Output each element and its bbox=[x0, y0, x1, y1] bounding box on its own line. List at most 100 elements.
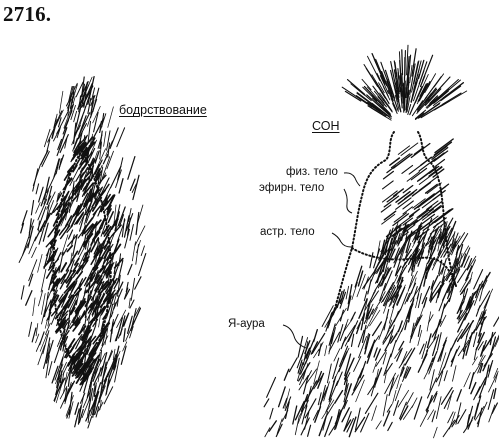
sleep-aura-stroke bbox=[354, 357, 361, 372]
wake-hatch-stroke bbox=[39, 187, 44, 202]
sleep-aura-stroke bbox=[424, 364, 432, 379]
sleep-aura-stroke bbox=[458, 323, 469, 341]
sleep-aura-stroke bbox=[325, 346, 327, 356]
sleep-aura-stroke bbox=[264, 399, 269, 407]
sleep-aura-stroke bbox=[376, 421, 381, 429]
sleep-aura-stroke bbox=[464, 373, 470, 387]
wake-hatch-stroke bbox=[131, 278, 134, 300]
etheric-body-label: эфирн. тело bbox=[259, 182, 324, 194]
sleep-aura-stroke bbox=[352, 334, 354, 346]
sleep-aura-stroke bbox=[489, 405, 495, 422]
sleep-aura-stroke bbox=[372, 406, 377, 421]
sleep-aura-stroke bbox=[399, 341, 404, 350]
sleep-aura-stroke bbox=[368, 280, 371, 294]
sleep-aura-stroke bbox=[444, 299, 450, 309]
wake-hatch-stroke bbox=[128, 157, 135, 180]
sleep-aura-stroke bbox=[270, 408, 273, 419]
sleep-aura-stroke bbox=[360, 361, 366, 377]
sleep-aura-stroke bbox=[367, 344, 373, 363]
sleep-aura-stroke bbox=[372, 297, 382, 314]
leader-astral bbox=[332, 233, 351, 247]
sleep-aura-stroke bbox=[333, 358, 339, 379]
sleep-aura-stroke bbox=[407, 283, 416, 301]
sleep-aura-stroke bbox=[452, 416, 459, 427]
wake-core-stroke bbox=[78, 242, 84, 255]
wake-hatch-stroke bbox=[74, 111, 77, 121]
sleep-aura-stroke bbox=[432, 411, 435, 422]
wake-core-stroke bbox=[58, 253, 61, 260]
sleep-aura-stroke bbox=[419, 307, 424, 320]
wake-hatch-stroke bbox=[36, 324, 38, 336]
sleep-aura-stroke bbox=[444, 348, 451, 367]
wake-hatch-stroke bbox=[108, 107, 114, 128]
wake-hatch-stroke bbox=[36, 203, 41, 214]
wake-hatch-stroke bbox=[33, 169, 38, 191]
sleep-aura-stroke bbox=[293, 406, 297, 424]
sleep-aura-stroke bbox=[488, 390, 493, 410]
sleep-body-stroke bbox=[384, 171, 394, 179]
sleep-aura-stroke bbox=[443, 420, 454, 437]
sleep-aura-stroke bbox=[322, 400, 334, 419]
sleep-aura-stroke bbox=[438, 283, 444, 292]
sleep-aura-stroke bbox=[440, 338, 446, 361]
wake-hatch-stroke bbox=[135, 277, 141, 289]
sleep-aura-stroke bbox=[494, 389, 496, 399]
sleep-aura-stroke bbox=[340, 346, 348, 366]
sleep-body-stroke bbox=[410, 209, 420, 216]
sleep-aura-stroke bbox=[420, 410, 428, 426]
wake-core-stroke bbox=[67, 246, 72, 252]
sleep-aura-stroke bbox=[384, 309, 389, 330]
wake-hatch-stroke bbox=[60, 371, 61, 383]
wake-hatch-stroke bbox=[130, 225, 133, 241]
sleep-state-label: СОН bbox=[312, 119, 340, 133]
sleep-aura-stroke bbox=[284, 369, 289, 380]
sleep-aura-stroke bbox=[451, 338, 457, 351]
sleep-ray-stroke bbox=[443, 93, 462, 104]
sleep-aura-stroke bbox=[471, 383, 476, 394]
i-aura-label: Я-аура bbox=[228, 318, 265, 330]
sleep-aura-stroke bbox=[305, 399, 316, 418]
wake-hatch-stroke bbox=[32, 328, 36, 342]
sleep-aura-stroke bbox=[444, 371, 447, 381]
sleep-aura-stroke bbox=[267, 378, 276, 398]
sleep-aura-stroke bbox=[289, 358, 297, 372]
sleep-aura-stroke bbox=[306, 381, 317, 401]
sleep-aura-stroke bbox=[434, 320, 440, 340]
sleep-aura-figure bbox=[264, 45, 499, 438]
wake-core-stroke bbox=[48, 227, 55, 237]
wake-hatch-stroke bbox=[136, 213, 139, 235]
sleep-aura-stroke bbox=[383, 395, 387, 417]
sleep-aura-stroke bbox=[269, 421, 276, 431]
sleep-ray-stroke bbox=[403, 91, 404, 103]
wake-core-stroke bbox=[69, 230, 73, 239]
sleep-aura-stroke bbox=[475, 403, 478, 416]
sleep-aura-stroke bbox=[374, 348, 377, 357]
sleep-aura-stroke bbox=[434, 427, 438, 438]
sleep-aura-stroke bbox=[388, 422, 392, 430]
wake-hatch-stroke bbox=[21, 286, 24, 299]
wake-hatch-stroke bbox=[139, 254, 146, 276]
wake-hatch-stroke bbox=[115, 327, 120, 341]
wake-core-stroke bbox=[112, 219, 119, 229]
sleep-ray-stroke bbox=[405, 51, 406, 76]
sleep-aura-stroke bbox=[407, 393, 414, 405]
sleep-ray-stroke bbox=[402, 50, 403, 75]
sleep-aura-stroke bbox=[326, 313, 332, 331]
sleep-aura-stroke bbox=[489, 361, 493, 372]
sleep-aura-stroke bbox=[276, 424, 282, 436]
wake-aura-figure bbox=[19, 77, 146, 428]
wake-hatch-stroke bbox=[26, 291, 32, 306]
sleep-aura-stroke bbox=[282, 410, 288, 421]
sleep-aura-stroke bbox=[335, 391, 343, 404]
sleep-ray-stroke bbox=[405, 81, 406, 97]
wake-hatch-stroke bbox=[113, 314, 118, 325]
wake-hatch-stroke bbox=[136, 244, 139, 264]
leader-ether bbox=[344, 189, 352, 213]
sleep-aura-stroke bbox=[469, 373, 473, 389]
figure-number: 2716. bbox=[3, 2, 51, 27]
wake-hatch-stroke bbox=[117, 128, 125, 147]
sleep-aura-stroke bbox=[436, 397, 441, 419]
sleep-body-stroke bbox=[382, 214, 395, 224]
wake-hatch-stroke bbox=[41, 269, 46, 292]
